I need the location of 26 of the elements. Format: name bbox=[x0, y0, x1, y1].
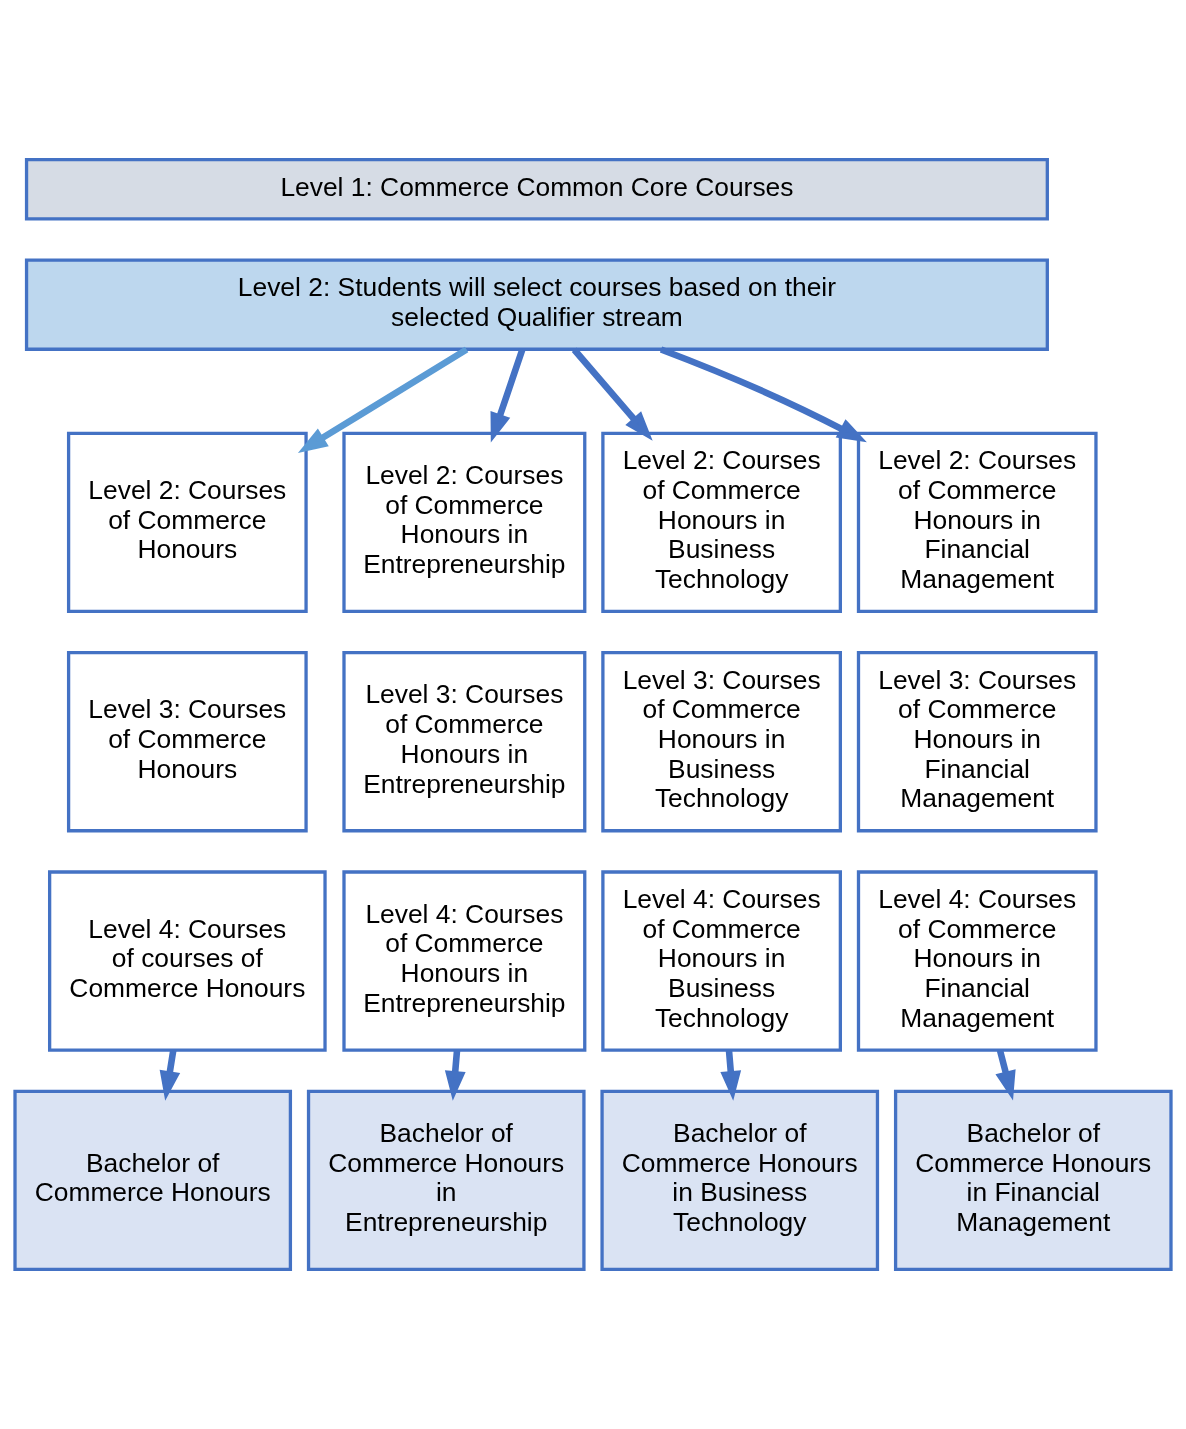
node-box: Level 4: Courses of Commerce Honours in Business Technology bbox=[601, 870, 842, 1052]
arrow bbox=[659, 346, 867, 443]
arrow bbox=[571, 347, 653, 441]
node-box: Bachelor of Commerce Honours in Entrepreneurship bbox=[306, 1089, 586, 1272]
node-box: Level 3: Courses of Commerce Honours in Business Technology bbox=[601, 651, 842, 833]
arrow bbox=[159, 1050, 181, 1101]
arrow bbox=[995, 1049, 1016, 1101]
arrow bbox=[490, 348, 526, 443]
arrow bbox=[720, 1050, 742, 1101]
node-box: Level 3: Courses of Commerce Honours in Financial Management bbox=[856, 651, 1098, 833]
node-box: Level 2: Courses of Commerce Honours in Entrepreneurship bbox=[342, 431, 587, 614]
arrow bbox=[297, 346, 469, 453]
node-box: Level 2: Courses of Commerce Honours in Business Technology bbox=[601, 431, 842, 614]
node-box: Level 3: Courses of Commerce Honours in Entrepreneurship bbox=[342, 651, 587, 833]
node-box: Level 1: Commerce Common Core Courses bbox=[24, 157, 1049, 221]
node-box: Bachelor of Commerce Honours bbox=[13, 1089, 293, 1272]
node-box: Level 2: Courses of Commerce Honours in Financial Management bbox=[856, 431, 1098, 614]
node-box: Level 4: Courses of courses of Commerce Honours bbox=[48, 870, 327, 1052]
node-box: Level 3: Courses of Commerce Honours bbox=[66, 651, 308, 833]
node-box: Level 2: Students will select courses based on their selected Qualifier stream bbox=[24, 258, 1049, 351]
node-box: Bachelor of Commerce Honours in Financial Management bbox=[893, 1089, 1173, 1272]
node-box: Level 4: Courses of Commerce Honours in Financial Management bbox=[856, 870, 1098, 1052]
node-box: Level 2: Courses of Commerce Honours bbox=[66, 431, 308, 614]
arrow bbox=[444, 1050, 466, 1101]
node-box: Level 4: Courses of Commerce Honours in Entrepreneurship bbox=[342, 870, 587, 1052]
node-box: Bachelor of Commerce Honours in Business Technology bbox=[600, 1089, 880, 1272]
